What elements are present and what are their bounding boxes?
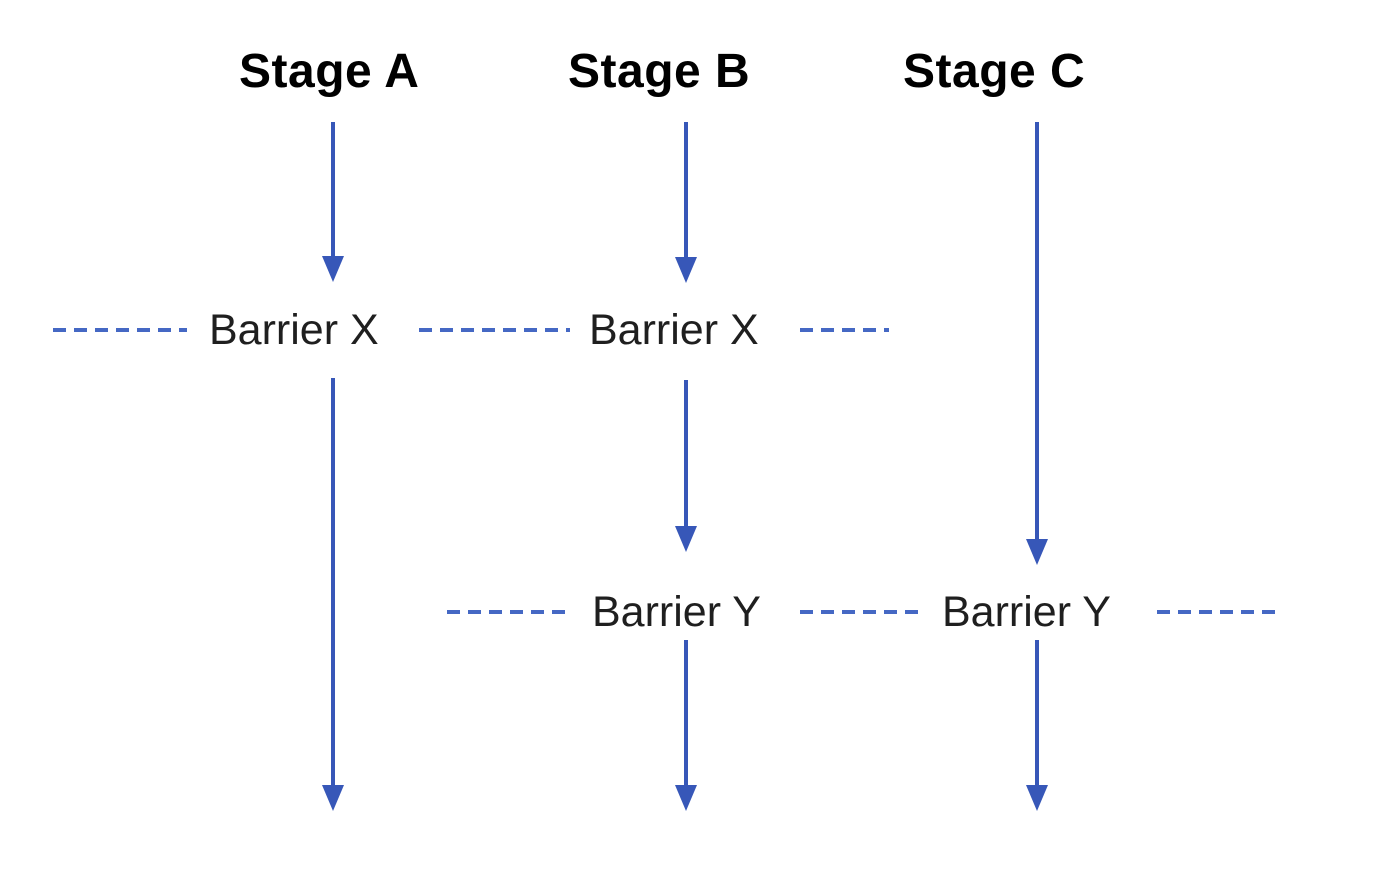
stage-a-arrow-top-head-icon	[322, 256, 344, 282]
stage-b-arrow-bottom-head-icon	[675, 785, 697, 811]
stage-c-arrow-top-head-icon	[1026, 539, 1048, 565]
stage-b-label: Stage B	[568, 45, 751, 98]
stage-c-flow	[1026, 122, 1048, 811]
barrier-x-label-stage-b: Barrier X	[589, 306, 759, 354]
stage-b-arrow-top-head-icon	[675, 257, 697, 283]
stage-b-arrow-middle-head-icon	[675, 526, 697, 552]
barrier-y-label-stage-b: Barrier Y	[592, 588, 761, 636]
stage-b-flow	[675, 122, 697, 811]
stage-c-label: Stage C	[903, 45, 1086, 98]
stage-a-flow	[322, 122, 344, 811]
stage-c-arrow-bottom-head-icon	[1026, 785, 1048, 811]
barrier-x-label-stage-a: Barrier X	[209, 306, 379, 354]
barrier-y-label-stage-c: Barrier Y	[942, 588, 1111, 636]
stage-a-label: Stage A	[239, 45, 420, 98]
stage-a-arrow-bottom-head-icon	[322, 785, 344, 811]
